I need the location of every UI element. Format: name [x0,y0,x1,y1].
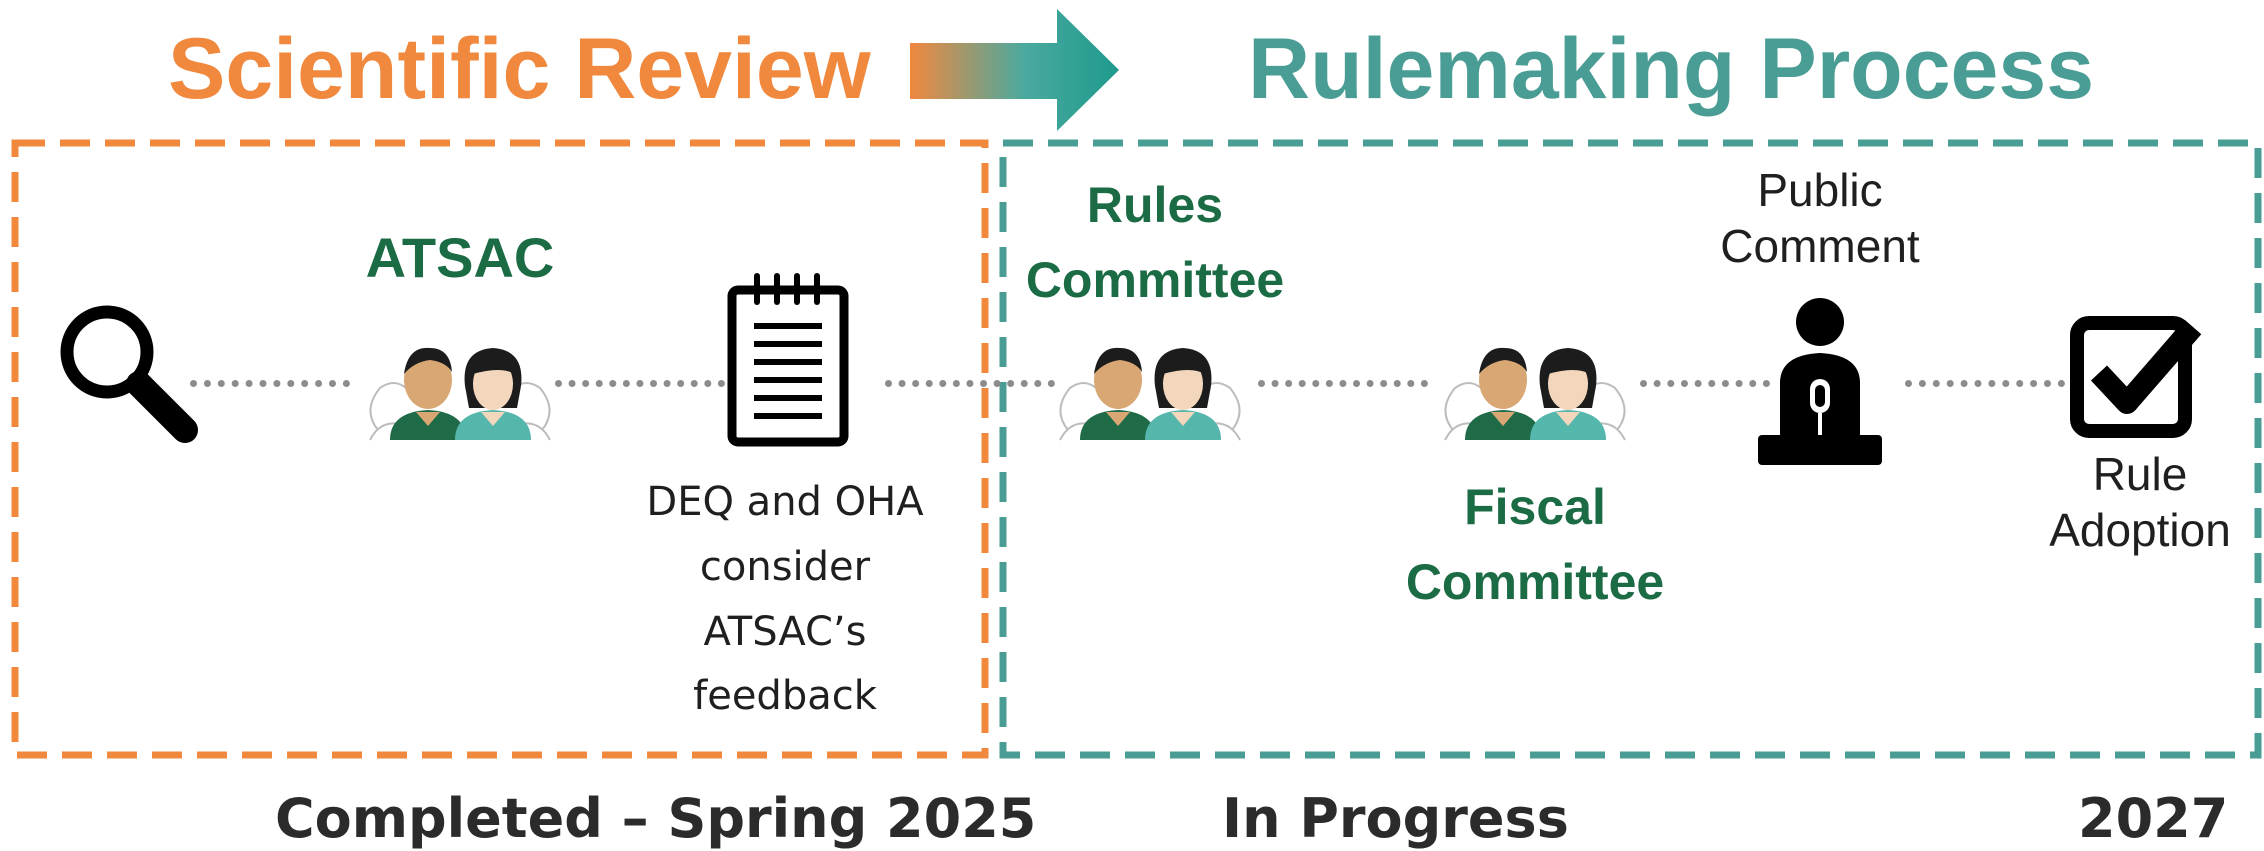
magnifier-icon [60,305,198,443]
rules-committee-line: Committee [1025,252,1285,308]
people-icon [369,346,551,441]
connector-line [1905,380,2065,387]
notepad-icon [727,273,849,447]
scientific-review-box [11,139,989,759]
rules-committee-line: Rules [1086,177,1224,233]
public-comment-line: Comment [1720,220,1920,273]
public-comment-label: Public Comment [1690,162,1950,274]
scientific-review-title: Scientific Review [168,21,871,117]
connector-line [190,380,350,387]
rule-adoption-line: Adoption [2049,504,2231,557]
speaker-podium-icon [1758,298,1882,465]
in-progress-status: In Progress [1222,787,1569,850]
rule-adoption-label: Rule Adoption [2025,446,2255,558]
notes-line: DEQ and OHA [646,479,924,525]
notes-line: consider [699,543,871,590]
public-comment-line: Public [1757,164,1883,216]
connector-line [885,380,1055,387]
fiscal-committee-label: Fiscal Committee [1390,470,1680,620]
rule-adoption-line: Rule [2092,448,2188,500]
completed-status: Completed – Spring 2025 [275,787,1037,850]
arrow-icon [910,9,1119,131]
connector-line [1258,380,1428,387]
target-year: 2027 [2078,787,2229,850]
people-icon [1059,346,1241,441]
atsac-label: ATSAC [365,226,555,289]
connector-line [555,380,725,387]
fiscal-committee-line: Fiscal [1464,479,1606,535]
notes-line: ATSAC’s [703,608,867,655]
rulemaking-process-title: Rulemaking Process [1248,21,2095,117]
people-icon [1444,346,1626,441]
rulemaking-process-box [999,139,2262,759]
notes-line: feedback [693,673,877,720]
connector-line [1640,380,1770,387]
fiscal-committee-line: Committee [1405,554,1665,610]
rules-committee-label: Rules Committee [1010,168,1300,318]
deq-oha-notes: DEQ and OHA consider ATSAC’s feedback [620,470,950,729]
checkbox-check-icon [2070,316,2202,438]
